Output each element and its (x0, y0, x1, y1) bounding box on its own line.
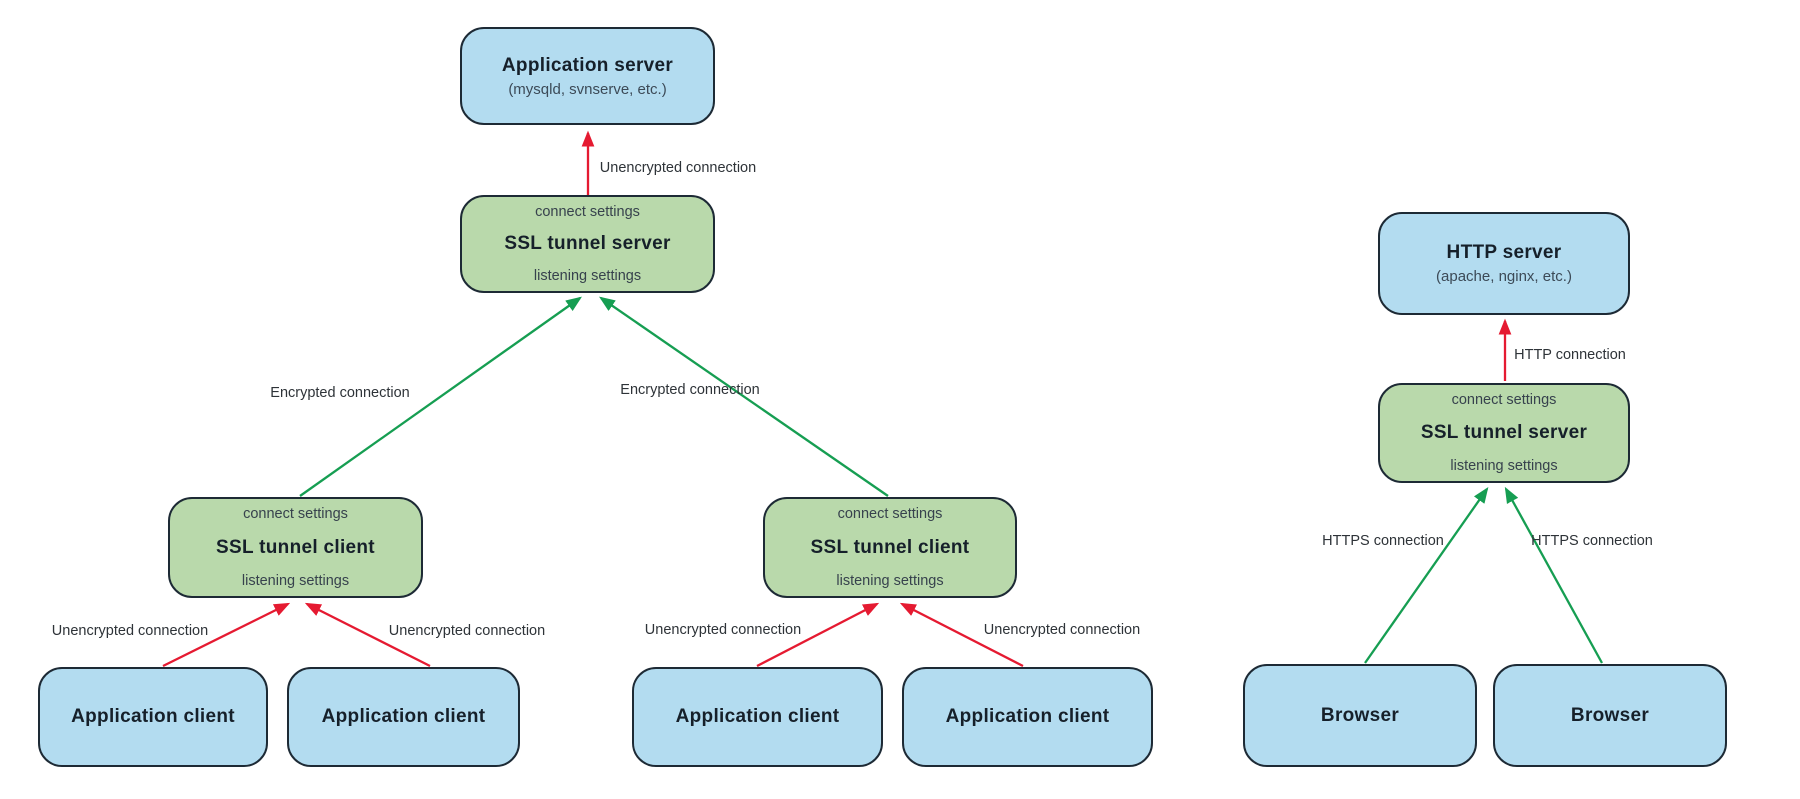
node-http-server: HTTP server (apache, nginx, etc.) (1378, 212, 1630, 315)
arrow-https-browser2-to-tunnelserver (1504, 486, 1604, 664)
connect-settings-label: connect settings (837, 506, 943, 522)
listening-settings-label: listening settings (241, 573, 350, 589)
node-application-client-1: Application client (38, 667, 268, 767)
node-title: Application client (71, 706, 235, 727)
arrow-unencrypted-appclient2-to-tunnelclient (304, 602, 431, 668)
node-title: Browser (1570, 704, 1650, 726)
node-application-client-2: Application client (287, 667, 520, 767)
node-title: Application client (945, 706, 1110, 727)
node-subtitle: (mysqld, svnserve, etc.) (508, 80, 667, 98)
node-title: Application server (501, 54, 674, 76)
node-ssl-tunnel-client-mid: connect settings SSL tunnel client liste… (763, 497, 1017, 598)
edge-label-https-right: HTTPS connection (1531, 533, 1653, 549)
node-application-client-3: Application client (632, 667, 883, 767)
arrow-unencrypted-appclient1-to-tunnelclient (162, 602, 291, 668)
edge-label-unencrypted-mid-b: Unencrypted connection (983, 622, 1141, 638)
edge-label-http-connection: HTTP connection (1514, 347, 1626, 363)
edge-label-encrypted-left: Encrypted connection (270, 385, 410, 401)
arrow-unencrypted-appclient3-to-tunnelclient (756, 602, 880, 668)
node-title: SSL tunnel server (1420, 422, 1588, 443)
node-title: SSL tunnel client (810, 536, 970, 558)
connect-settings-label: connect settings (535, 204, 640, 220)
node-title: SSL tunnel client (216, 536, 375, 558)
node-ssl-tunnel-client-left: connect settings SSL tunnel client liste… (168, 497, 423, 598)
listening-settings-label: listening settings (1450, 458, 1558, 474)
node-title: SSL tunnel server (504, 233, 671, 254)
node-ssl-tunnel-server-left: connect settings SSL tunnel server liste… (460, 195, 715, 293)
node-title: Application client (675, 706, 840, 727)
arrow-encrypted-tunnelclientleft-to-tunnelserver (299, 296, 582, 497)
listening-settings-label: listening settings (533, 268, 642, 284)
node-ssl-tunnel-server-right: connect settings SSL tunnel server liste… (1378, 383, 1630, 483)
edge-label-unencrypted-mid-a: Unencrypted connection (644, 622, 802, 638)
edge-label-https-left: HTTPS connection (1322, 533, 1444, 549)
node-title: Browser (1320, 704, 1400, 726)
arrow-encrypted-tunnelclientmid-to-tunnelserver (599, 296, 889, 497)
node-application-server: Application server (mysqld, svnserve, et… (460, 27, 715, 125)
node-browser-2: Browser (1493, 664, 1727, 767)
listening-settings-label: listening settings (836, 573, 944, 589)
arrow-https-browser1-to-tunnelserver (1364, 487, 1489, 664)
connect-settings-label: connect settings (243, 506, 348, 522)
edge-label-encrypted-right: Encrypted connection (620, 382, 760, 398)
edge-label-unencrypted-left-a: Unencrypted connection (51, 623, 209, 639)
edge-label-unencrypted-top: Unencrypted connection (599, 160, 757, 176)
node-title: Application client (321, 706, 486, 727)
arrow-unencrypted-appclient4-to-tunnelclient (899, 602, 1024, 668)
connect-settings-label: connect settings (1451, 392, 1557, 408)
node-subtitle: (apache, nginx, etc.) (1436, 268, 1572, 285)
node-application-client-4: Application client (902, 667, 1153, 767)
node-title: HTTP server (1446, 242, 1562, 263)
node-browser-1: Browser (1243, 664, 1477, 767)
edge-label-unencrypted-left-b: Unencrypted connection (388, 623, 546, 639)
